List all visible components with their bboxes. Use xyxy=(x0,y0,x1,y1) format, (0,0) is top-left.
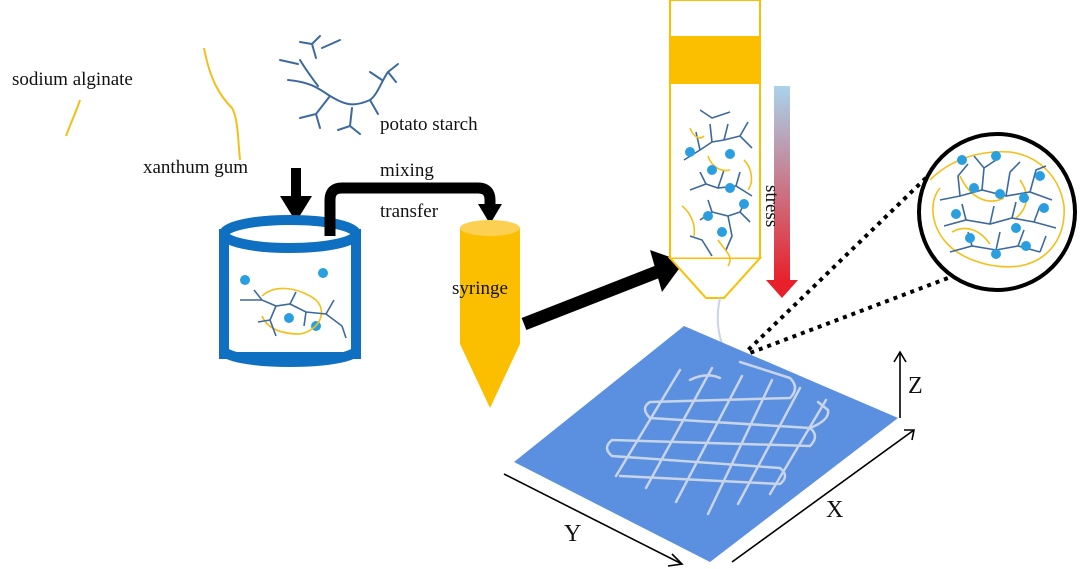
xanthum-gum-strand-icon xyxy=(203,47,241,161)
sodium-alginate-label: sodium alginate xyxy=(12,69,133,90)
mixing-label: mixing xyxy=(380,160,434,181)
axis-z-label: Z xyxy=(908,373,923,399)
microstructure-zoom-circle xyxy=(917,132,1077,292)
transfer-label: transfer xyxy=(380,201,439,222)
stress-arrow-icon xyxy=(766,86,798,298)
printed-lattice xyxy=(605,360,830,516)
syringe-icon xyxy=(460,220,520,408)
stress-label: stress xyxy=(761,185,782,228)
axis-y-label: Y xyxy=(564,521,582,547)
to-printer-arrow-icon xyxy=(521,250,684,331)
syringe-label: syringe xyxy=(452,278,508,299)
sodium-alginate-strand-icon xyxy=(65,99,81,137)
print-bed xyxy=(514,326,898,562)
axis-arrows xyxy=(503,350,915,567)
zoom-lines xyxy=(740,172,949,358)
down-arrow-icon xyxy=(280,168,312,222)
potato-starch-branch-icon xyxy=(279,35,399,135)
printing-syringe xyxy=(667,0,763,361)
mixing-container xyxy=(219,215,361,367)
potato-starch-label: potato starch xyxy=(380,114,478,135)
transfer-arrow-icon xyxy=(324,182,502,236)
xanthum-gum-label: xanthum gum xyxy=(143,157,249,178)
axis-x-label: X xyxy=(826,497,844,523)
